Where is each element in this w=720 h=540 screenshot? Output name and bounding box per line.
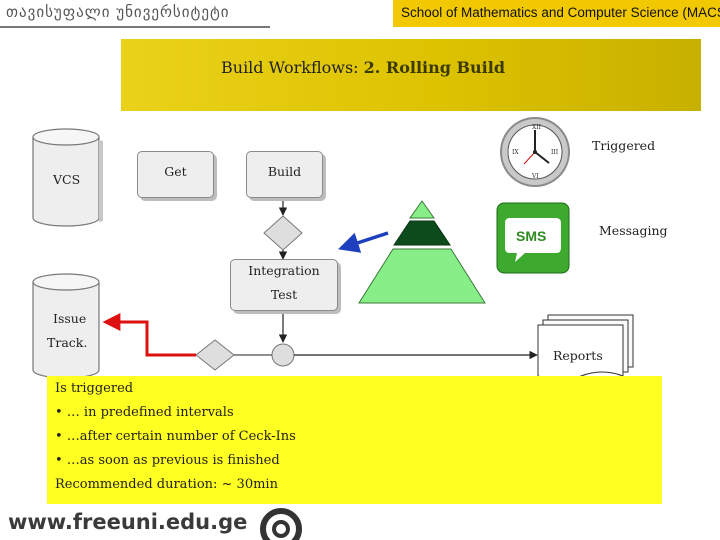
clock-numeral-9: IX xyxy=(512,149,519,156)
note-line-4: • …as soon as previous is finished xyxy=(55,453,280,468)
integration-label-line1: Integration xyxy=(248,263,320,278)
clock-icon xyxy=(500,117,570,187)
test-pyramid-icon xyxy=(358,200,486,304)
vcs-database-icon xyxy=(32,128,103,227)
clock-numeral-3: III xyxy=(551,149,559,156)
messaging-label: Messaging xyxy=(599,223,668,238)
issue-tracker-label-line1: Issue xyxy=(53,311,87,326)
reports-document-stack-icon xyxy=(537,314,634,381)
note-line-3: • …after certain number of Ceck-Ins xyxy=(55,429,296,444)
freeuni-logo-icon xyxy=(260,508,302,540)
sms-icon xyxy=(496,202,570,274)
build-step-label: Build xyxy=(267,164,302,179)
university-name: თავისუფალი უნივერსიტეტი xyxy=(6,3,230,21)
school-banner: School of Mathematics and Computer Scien… xyxy=(393,0,720,27)
sms-icon-text: SMS xyxy=(516,228,547,244)
integration-label-line2: Test xyxy=(270,287,298,302)
integration-test-box: Integration Test xyxy=(230,259,338,311)
issue-tracker-label-line2: Track. xyxy=(47,335,88,350)
decision-diamond-lower xyxy=(195,339,235,371)
triggered-label: Triggered xyxy=(592,138,656,153)
issue-tracker-database-icon xyxy=(32,273,100,379)
footer-url: www.freeuni.edu.ge xyxy=(8,510,248,534)
red-arrow-to-issue-tracker xyxy=(102,313,196,357)
title-banner: Build Workflows: 2. Rolling Build xyxy=(121,39,701,111)
build-step-box: Build xyxy=(246,151,323,198)
reports-label: Reports xyxy=(553,348,603,363)
slide-title: Build Workflows: 2. Rolling Build xyxy=(221,58,505,77)
clock-numeral-6: VI xyxy=(532,173,539,180)
school-name: School of Mathematics and Computer Scien… xyxy=(401,5,720,20)
footer: www.freeuni.edu.ge xyxy=(0,505,720,540)
note-line-1: Is triggered xyxy=(55,381,134,396)
title-prefix: Build Workflows: xyxy=(221,58,359,77)
note-line-2: • … in predefined intervals xyxy=(55,405,234,420)
trigger-notes-box: Is triggered • … in predefined intervals… xyxy=(47,376,662,504)
get-step-label: Get xyxy=(164,164,187,179)
university-logo-text: თავისუფალი უნივერსიტეტი xyxy=(0,0,270,28)
clock-numeral-12: XII xyxy=(532,124,542,131)
get-step-box: Get xyxy=(137,151,214,198)
connector-circle xyxy=(271,343,295,367)
blue-arrow-pyramid-to-test xyxy=(338,231,389,253)
title-highlight: 2. Rolling Build xyxy=(363,58,506,77)
decision-diamond-upper xyxy=(263,215,303,251)
vcs-label: VCS xyxy=(53,172,81,187)
note-line-5: Recommended duration: ~ 30min xyxy=(55,477,278,492)
